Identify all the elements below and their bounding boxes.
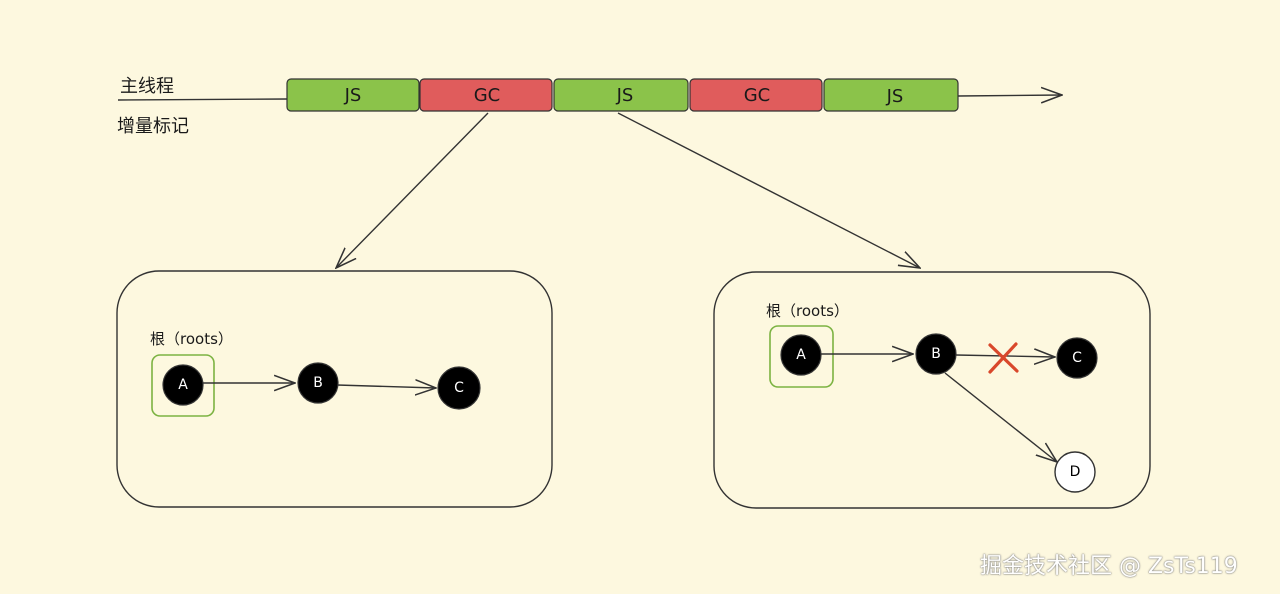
panel-frame bbox=[116, 270, 553, 508]
root-box bbox=[151, 354, 215, 417]
segment-label: JS bbox=[886, 86, 904, 107]
arrow-to-right-panel bbox=[617, 112, 920, 268]
node-d: D bbox=[1054, 451, 1096, 493]
segment-label: GC bbox=[744, 85, 771, 106]
node-circle bbox=[437, 366, 481, 410]
root-box bbox=[769, 325, 834, 388]
timeline-arrow bbox=[957, 95, 1062, 96]
timeline-segment: GC bbox=[419, 78, 553, 112]
edge-b-d bbox=[944, 372, 1057, 462]
node-label: C bbox=[1072, 350, 1082, 366]
main-thread-label: 主线程 bbox=[120, 76, 174, 97]
incremental-marking-label: 增量标记 bbox=[117, 116, 189, 137]
node-label: D bbox=[1070, 464, 1081, 480]
roots-label: 根（roots） bbox=[766, 302, 849, 320]
node-circle bbox=[1054, 451, 1096, 493]
timeline-segment: JS bbox=[286, 78, 420, 112]
node-circle bbox=[297, 362, 339, 404]
segment-label: JS bbox=[616, 85, 634, 106]
cross-icon bbox=[988, 342, 1019, 374]
node-label: A bbox=[796, 347, 806, 363]
right-panel: 根（roots） A B C D bbox=[713, 271, 1151, 509]
left-panel: 根（roots） A B C bbox=[116, 270, 553, 508]
main-thread-line bbox=[117, 98, 289, 101]
edge-b-c bbox=[336, 385, 436, 388]
panel-frame bbox=[713, 271, 1151, 509]
node-label: C bbox=[454, 380, 464, 396]
segment-box bbox=[286, 78, 420, 112]
node-circle bbox=[915, 333, 957, 375]
arrow-to-left-panel bbox=[336, 112, 489, 268]
segment-box bbox=[823, 78, 959, 112]
node-circle bbox=[162, 364, 204, 406]
node-b: B bbox=[297, 362, 339, 404]
node-b: B bbox=[915, 333, 957, 375]
node-a: A bbox=[780, 334, 822, 376]
watermark: 掘金技术社区 @ ZsTs119 bbox=[980, 554, 1238, 579]
segment-box bbox=[689, 78, 823, 112]
timeline-segment: JS bbox=[823, 78, 959, 112]
node-label: B bbox=[931, 346, 941, 362]
node-circle bbox=[780, 334, 822, 376]
node-label: B bbox=[313, 375, 323, 391]
timeline-segment: GC bbox=[689, 78, 823, 112]
node-c: C bbox=[1056, 337, 1098, 379]
timeline-segment: JS bbox=[553, 78, 689, 112]
node-circle bbox=[1056, 337, 1098, 379]
segment-label: JS bbox=[344, 85, 362, 106]
roots-label: 根（roots） bbox=[150, 330, 233, 348]
node-c: C bbox=[437, 366, 481, 410]
segment-box bbox=[419, 78, 553, 112]
segment-label: GC bbox=[474, 85, 501, 106]
node-label: A bbox=[178, 377, 188, 393]
node-a: A bbox=[162, 364, 204, 406]
timeline: JS GC JS GC JS bbox=[286, 78, 959, 112]
segment-box bbox=[553, 78, 689, 112]
